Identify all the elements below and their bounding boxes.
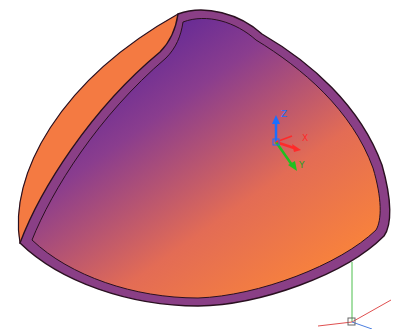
axis-letter: Y: [299, 160, 305, 170]
world-axes: [318, 262, 391, 329]
shell-inner-surface: [32, 18, 380, 298]
shell-rim: [20, 10, 390, 306]
axis-letter: Z: [281, 109, 287, 119]
ucs-icon: [272, 115, 301, 171]
axis-letter: X: [302, 133, 308, 143]
